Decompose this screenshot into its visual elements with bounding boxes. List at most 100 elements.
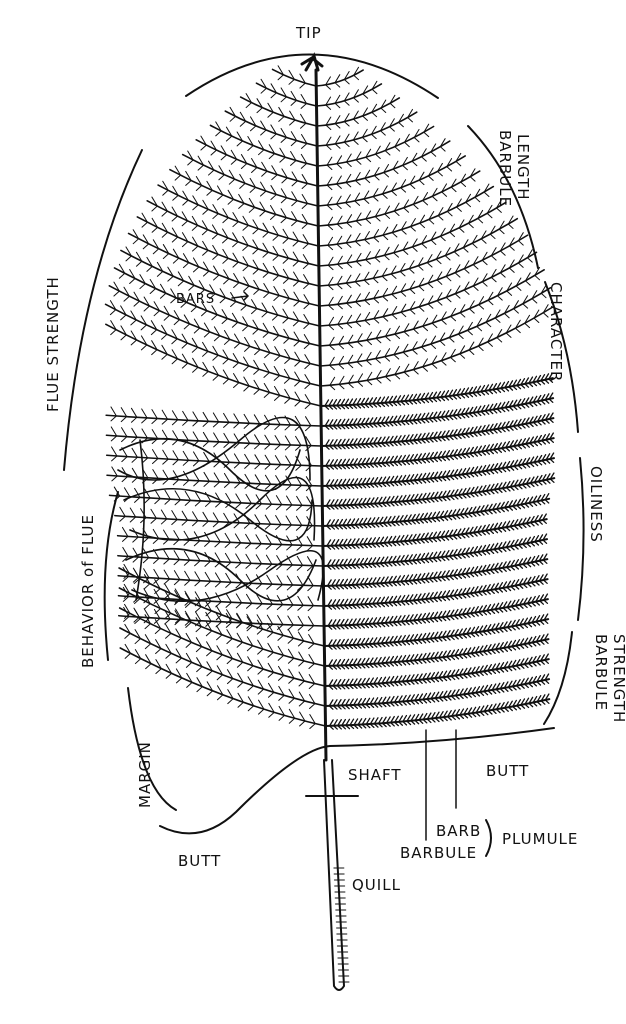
flue-strength-bracket bbox=[63, 149, 143, 471]
right-barb-12-barbules bbox=[327, 232, 524, 311]
right-barb-28-barbules bbox=[327, 593, 549, 630]
left-barb-7 bbox=[181, 153, 319, 207]
left-barb-9-barbules bbox=[162, 180, 310, 250]
right-barb-23-barbules bbox=[326, 493, 550, 530]
right-barb-21-barbules bbox=[325, 452, 555, 490]
right-barb-32-barbules bbox=[328, 673, 550, 710]
right-barb-18-barbules bbox=[324, 392, 554, 430]
right-barb-1 bbox=[315, 69, 364, 87]
left-barb-16-barbules bbox=[109, 300, 311, 390]
left-barb-2-barbules bbox=[260, 78, 308, 109]
right-barb-2 bbox=[315, 83, 383, 107]
left-barb-16 bbox=[104, 303, 322, 387]
left-barb-10-barbules bbox=[151, 196, 310, 270]
right-barb-4 bbox=[316, 111, 418, 147]
margin-bracket bbox=[127, 687, 177, 811]
left-barb-8-barbules bbox=[174, 165, 309, 229]
svg-text:BARBULE: BARBULE bbox=[496, 130, 514, 207]
left-barb-12-barbules bbox=[132, 229, 310, 310]
right-barb-6-barbules bbox=[326, 138, 446, 191]
left-barb-18-barbules bbox=[110, 406, 312, 432]
left-vane-barbs bbox=[104, 65, 327, 730]
label-character: CHARACTER bbox=[547, 282, 565, 382]
left-barb-13 bbox=[120, 249, 321, 327]
label-behavior-of-flue: BEHAVIOR of FLUE bbox=[79, 514, 97, 668]
oiliness-bracket bbox=[577, 457, 585, 621]
label-barbule-strength: BARBULE STRENGTH bbox=[592, 634, 626, 723]
left-barb-29-barbules bbox=[123, 563, 315, 650]
flue-strand-5 bbox=[125, 548, 317, 602]
quill-rings bbox=[333, 867, 350, 983]
right-barb-9 bbox=[317, 185, 495, 247]
right-barb-30-barbules bbox=[328, 633, 549, 670]
left-barb-4-barbules bbox=[229, 106, 308, 149]
right-barb-31-barbules bbox=[328, 653, 549, 690]
tip-bracket bbox=[185, 53, 439, 99]
bracket-lines bbox=[63, 53, 585, 835]
right-barb-1-barbules bbox=[325, 66, 360, 90]
plumule-brace bbox=[485, 819, 492, 857]
right-vane-barbs bbox=[315, 66, 556, 730]
left-barb-19 bbox=[105, 434, 323, 447]
left-barb-23-barbules bbox=[119, 506, 313, 532]
left-barb-28-barbules bbox=[123, 606, 315, 632]
left-barb-26-barbules bbox=[122, 566, 314, 592]
flue-tangle bbox=[117, 416, 325, 603]
flue-strand-4 bbox=[129, 476, 316, 541]
left-barb-17 bbox=[105, 323, 322, 407]
svg-text:BARBULE: BARBULE bbox=[592, 634, 610, 711]
left-barb-7-barbules bbox=[187, 150, 309, 209]
right-barb-22-barbules bbox=[325, 472, 555, 510]
left-barb-32-barbules bbox=[124, 623, 316, 710]
shaft-group bbox=[300, 52, 359, 991]
svg-text:LENGTH: LENGTH bbox=[514, 134, 532, 201]
svg-text:STRENGTH: STRENGTH bbox=[610, 634, 626, 723]
left-barb-33-barbules bbox=[124, 643, 316, 730]
right-barb-3-barbules bbox=[325, 94, 396, 130]
flue-strand-1 bbox=[119, 438, 301, 492]
right-barb-19-barbules bbox=[324, 412, 554, 450]
left-barb-33 bbox=[119, 647, 327, 727]
butt-outline bbox=[159, 727, 555, 835]
label-butt-right: BUTT bbox=[486, 762, 529, 780]
shaft bbox=[314, 68, 328, 762]
label-quill: QUILL bbox=[352, 876, 401, 894]
left-barb-11-barbules bbox=[141, 212, 310, 290]
left-barb-6-barbules bbox=[200, 135, 309, 190]
left-barb-18 bbox=[105, 414, 322, 427]
label-plumule: PLUMULE bbox=[502, 830, 578, 848]
right-barb-10-barbules bbox=[327, 199, 502, 271]
bars-arrow bbox=[231, 291, 250, 301]
right-barb-33-barbules bbox=[328, 693, 550, 730]
label-flue-strength: FLUE STRENGTH bbox=[44, 276, 62, 412]
label-barbule-length: BARBULE LENGTH bbox=[496, 130, 532, 207]
label-butt-left: BUTT bbox=[178, 852, 221, 870]
right-barb-13-barbules bbox=[328, 249, 533, 331]
right-barb-12 bbox=[318, 234, 529, 307]
left-barb-1-barbules bbox=[277, 65, 306, 89]
right-barb-20-barbules bbox=[325, 432, 554, 470]
right-barb-15 bbox=[319, 286, 552, 367]
right-barb-17-barbules bbox=[324, 372, 554, 410]
character-bracket bbox=[544, 281, 579, 433]
left-barb-15-barbules bbox=[113, 281, 311, 370]
label-shaft: SHAFT bbox=[348, 766, 402, 784]
right-barb-11-barbules bbox=[327, 215, 514, 291]
left-barb-15 bbox=[108, 285, 322, 367]
right-barb-16 bbox=[319, 306, 554, 387]
barbule-strength-bracket bbox=[543, 631, 573, 725]
flue-strand-3 bbox=[123, 488, 313, 542]
right-barb-29-barbules bbox=[327, 613, 549, 650]
left-barb-5-barbules bbox=[215, 121, 308, 169]
right-barb-9-barbules bbox=[327, 183, 490, 251]
behavior-of-flue-bracket bbox=[103, 491, 119, 661]
barbule-length-bracket bbox=[467, 125, 539, 269]
right-barb-15-barbules bbox=[328, 284, 547, 371]
right-barb-5-barbules bbox=[326, 123, 430, 171]
right-barb-25-barbules bbox=[326, 533, 548, 570]
left-barb-1 bbox=[271, 68, 318, 87]
label-barb: BARB bbox=[436, 822, 481, 840]
left-barb-21 bbox=[106, 474, 323, 487]
right-barb-27-barbules bbox=[327, 573, 548, 610]
